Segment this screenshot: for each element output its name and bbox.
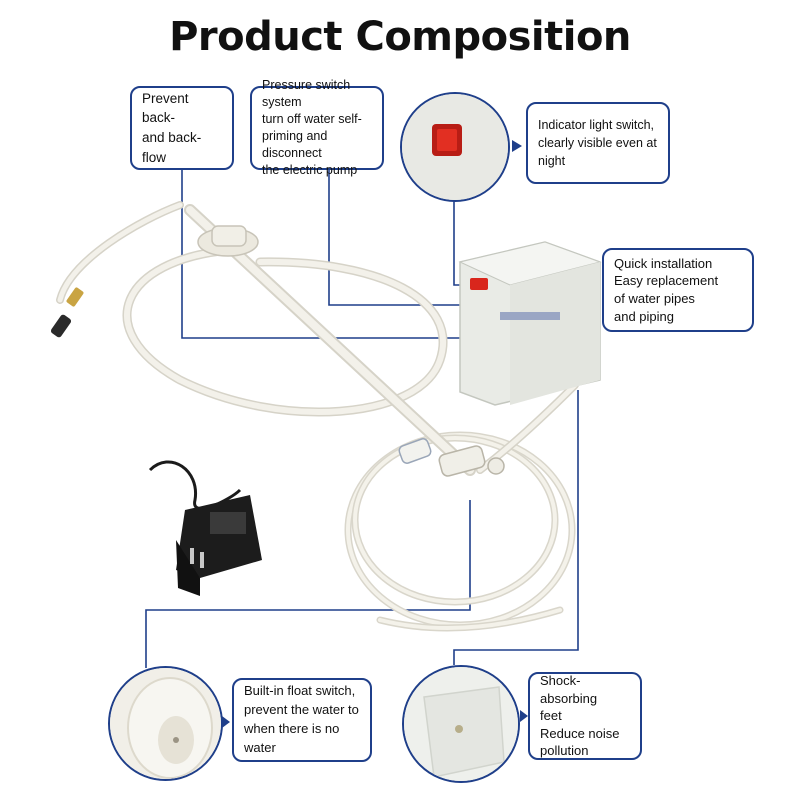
callout-backflow: Prevent back- and back-flow: [130, 86, 234, 170]
feet-detail-circle: [402, 665, 520, 783]
pointer-arrow: [222, 140, 600, 728]
indicator-light: [470, 278, 488, 290]
indicator-light-icon: [402, 94, 508, 200]
callout-float-switch: Built-in float switch, prevent the water…: [232, 678, 372, 762]
callout-backflow-text: Prevent back- and back-flow: [142, 90, 202, 165]
water-tube-coil: [344, 431, 576, 632]
callout-feet: Shock-absorbing feet Reduce noise pollut…: [528, 672, 642, 760]
power-adapter: [148, 460, 262, 596]
callout-indicator-text: Indicator light switch, clearly visible …: [538, 117, 657, 169]
float-cap: [197, 225, 259, 257]
callout-pressure-switch: Pressure switch system turn off water se…: [250, 78, 384, 177]
callout-indicator: Indicator light switch, clearly visible …: [526, 102, 670, 184]
indicator-detail-circle: [400, 92, 510, 202]
page-title: Product Composition: [169, 14, 631, 60]
float-switch-icon: [110, 668, 221, 779]
leader-lines: [145, 170, 600, 668]
callout-feet-text: Shock-absorbing feet Reduce noise pollut…: [540, 673, 620, 759]
callout-pressure-switch-text: Pressure switch system turn off water se…: [262, 78, 362, 177]
callout-float-switch-text: Built-in float switch, prevent the water…: [244, 683, 359, 755]
callout-installation: Quick installation Easy replacement of w…: [602, 248, 754, 332]
tube-tip: [50, 287, 84, 338]
tube-fittings: [398, 438, 505, 477]
float-switch-detail-circle: [108, 666, 223, 781]
callout-installation-text: Quick installation Easy replacement of w…: [614, 255, 719, 324]
water-pump-unit: [458, 241, 602, 406]
shock-absorbing-foot-icon: [404, 667, 518, 781]
